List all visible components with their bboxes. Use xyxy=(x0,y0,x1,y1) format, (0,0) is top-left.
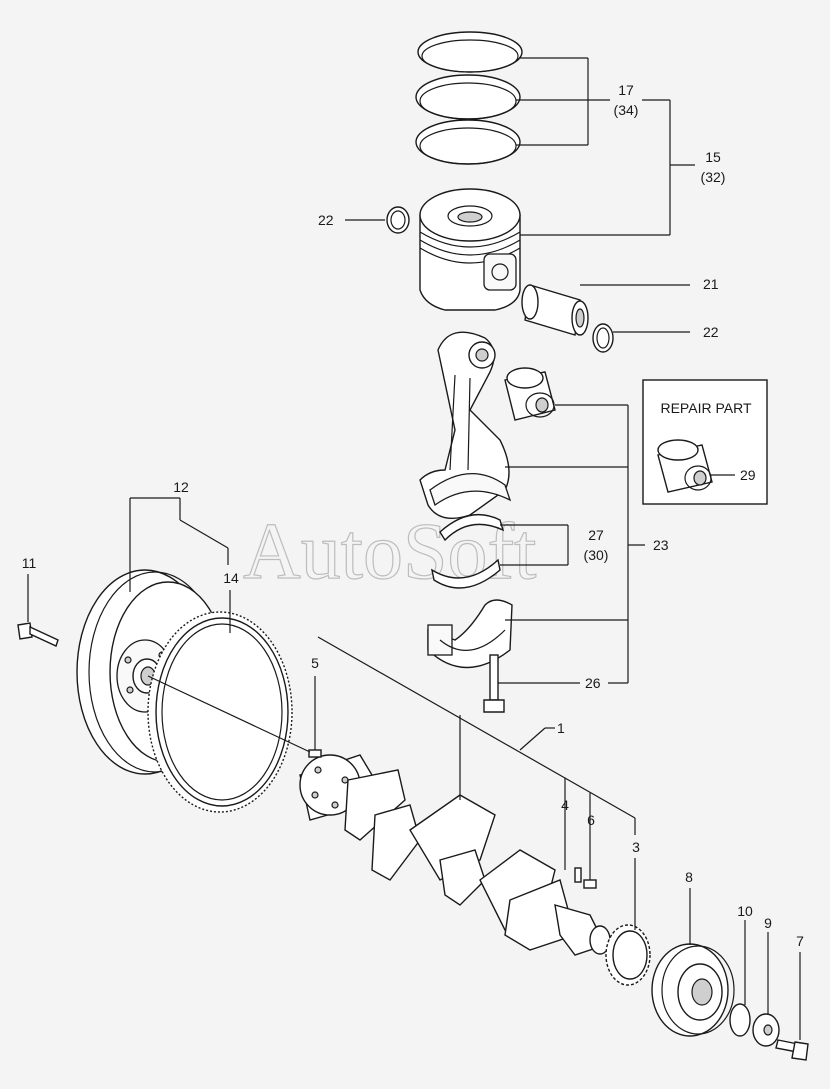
connecting-rod xyxy=(419,331,512,519)
bearing-shells xyxy=(431,513,505,589)
label-11: 11 xyxy=(22,555,37,571)
rod-cap xyxy=(427,599,513,669)
crankshaft xyxy=(299,754,611,956)
piston-pin xyxy=(521,284,589,336)
label-26: 26 xyxy=(585,675,601,691)
label-21: 21 xyxy=(703,276,719,292)
rod-bolt xyxy=(483,654,505,713)
label-12: 12 xyxy=(173,479,189,495)
label-8: 8 xyxy=(685,869,693,885)
flywheel-bolt xyxy=(17,622,59,647)
repair-part-box: REPAIR PART 29 xyxy=(642,379,768,505)
label-22-lower: 22 xyxy=(703,324,719,340)
label-1: 1 xyxy=(557,720,565,736)
woodruff-keys xyxy=(574,867,597,889)
snap-ring-upper xyxy=(386,206,410,234)
crank-pulley xyxy=(651,943,735,1037)
label-17: 17 xyxy=(618,82,634,98)
repair-part-title: REPAIR PART xyxy=(660,400,751,416)
snap-ring-lower xyxy=(592,323,614,353)
washer xyxy=(752,1013,780,1047)
label-7: 7 xyxy=(796,933,804,949)
dowel-pin xyxy=(308,749,322,758)
label-3: 3 xyxy=(632,839,640,855)
ring-gear xyxy=(147,611,293,813)
pulley-bolt xyxy=(775,1039,809,1061)
crank-gear xyxy=(605,924,651,986)
label-9: 9 xyxy=(764,915,772,931)
label-15-alt: (32) xyxy=(701,169,726,185)
label-22-upper: 22 xyxy=(318,212,334,228)
label-10: 10 xyxy=(737,903,753,919)
label-29: 29 xyxy=(740,467,756,483)
piston-rings xyxy=(415,31,523,165)
label-27-alt: (30) xyxy=(584,547,609,563)
small-end-bushing xyxy=(504,367,556,421)
o-ring xyxy=(729,1003,751,1037)
label-17-alt: (34) xyxy=(614,102,639,118)
callout-labels: 17 (34) 15 (32) 22 21 22 27 (30) 23 26 1… xyxy=(22,82,804,949)
label-5: 5 xyxy=(311,655,319,671)
label-23: 23 xyxy=(653,537,669,553)
leader-lines xyxy=(27,57,801,1040)
label-14: 14 xyxy=(223,570,239,586)
label-4: 4 xyxy=(561,797,569,813)
piston xyxy=(419,188,521,311)
label-15: 15 xyxy=(705,149,721,165)
label-6: 6 xyxy=(587,812,595,828)
label-27: 27 xyxy=(588,527,604,543)
